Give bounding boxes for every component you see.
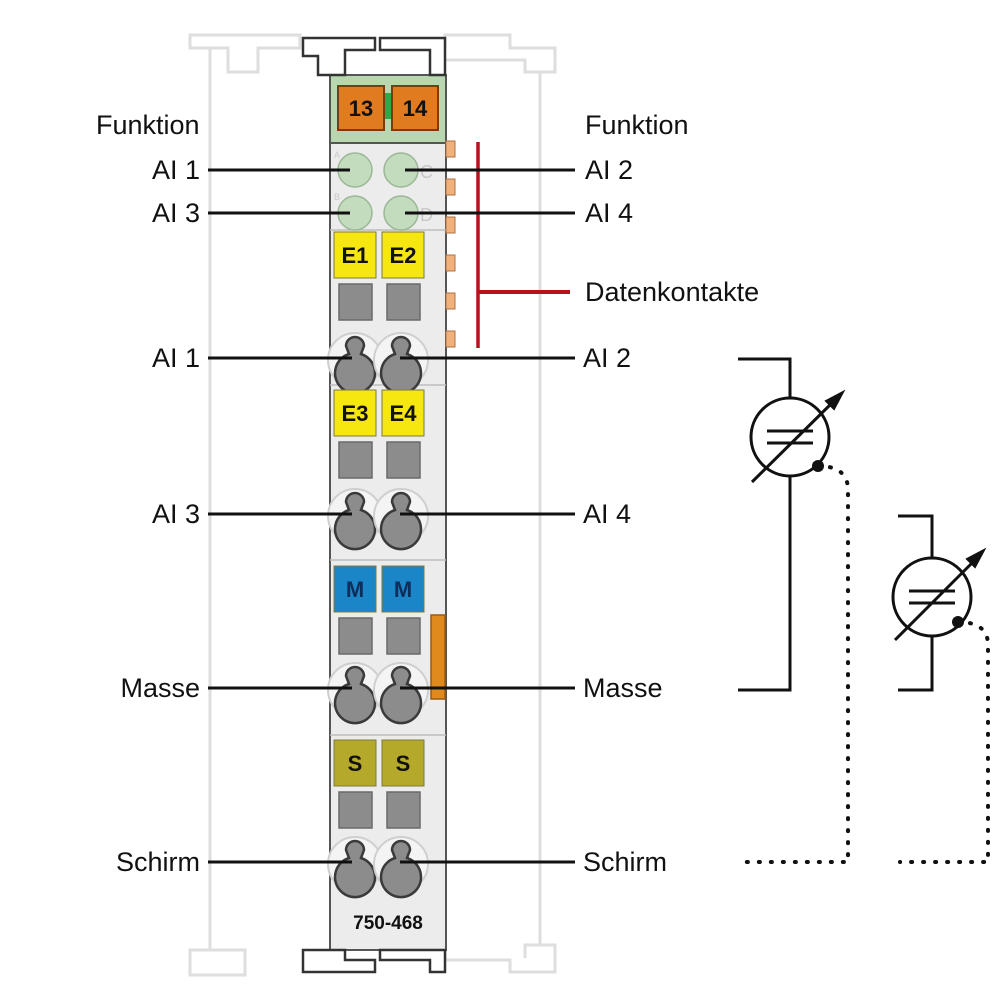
led-c-function: AI 2 xyxy=(585,155,633,185)
power-contact-13-label: 13 xyxy=(349,96,373,121)
terminal-left-function: AI 1 xyxy=(152,343,200,373)
terminal-left-function: Masse xyxy=(120,673,200,703)
cage-clamp-icon[interactable] xyxy=(333,839,377,899)
push-button[interactable] xyxy=(386,283,421,321)
cage-clamp-icon[interactable] xyxy=(379,491,423,551)
terminal-tag xyxy=(333,565,377,613)
terminal-tag-label: S xyxy=(348,751,363,776)
cage-clamp-icon[interactable] xyxy=(379,839,423,899)
power-contact-14: 14 xyxy=(391,85,439,131)
push-button[interactable] xyxy=(386,791,421,829)
cage-clamp-icon[interactable] xyxy=(379,665,423,725)
terminal-left-function: Schirm xyxy=(116,847,200,877)
terminal-tag xyxy=(381,565,425,613)
terminal-tag xyxy=(333,389,377,437)
cage-clamp-icon[interactable] xyxy=(333,665,377,725)
terminal-right-function: AI 4 xyxy=(583,499,631,529)
terminal-tag-label: M xyxy=(394,577,412,602)
power-contact-13: 13 xyxy=(337,85,385,131)
terminal-group: E1 E2 xyxy=(327,231,429,395)
power-contact-14-label: 14 xyxy=(403,96,428,121)
terminal-tag xyxy=(333,231,377,279)
terminal-tag xyxy=(381,389,425,437)
terminal-group: E3 E4 xyxy=(327,389,429,551)
push-button[interactable] xyxy=(338,441,373,479)
adjustable-sensor-icon xyxy=(749,389,846,484)
terminal-tag xyxy=(333,739,377,787)
led-c-letter: C xyxy=(420,162,433,182)
led-a-function: AI 1 xyxy=(152,155,200,185)
ghost-rail-outline xyxy=(188,33,557,977)
terminal-right-function: Schirm xyxy=(583,847,667,877)
left-function-header: Funktion xyxy=(96,110,200,140)
led-b-function: AI 3 xyxy=(152,198,200,228)
sensor-2-shield-wire xyxy=(898,620,990,864)
sensor-1-wire xyxy=(738,357,792,692)
cage-clamp-icon[interactable] xyxy=(333,491,377,551)
part-number: 750-468 xyxy=(353,913,423,934)
led-b-letter: B xyxy=(334,192,340,202)
terminal-tag xyxy=(381,739,425,787)
terminal-tag-label: S xyxy=(396,751,411,776)
led-a-letter: A xyxy=(334,150,340,160)
led-d-letter: D xyxy=(420,205,433,225)
push-button[interactable] xyxy=(386,617,421,655)
terminal-left-function: AI 3 xyxy=(152,499,200,529)
terminal-tag-label: E3 xyxy=(342,401,369,426)
push-button[interactable] xyxy=(386,441,421,479)
terminal-tag xyxy=(381,231,425,279)
led-callouts: AI 1 AI 2 AI 3 AI 4 xyxy=(152,155,633,228)
terminal-right-function: AI 2 xyxy=(583,343,631,373)
terminal-tag-label: E4 xyxy=(390,401,418,426)
datenkontakte-label: Datenkontakte xyxy=(585,277,759,307)
adjustable-sensor-icon xyxy=(891,547,987,642)
push-button[interactable] xyxy=(338,283,373,321)
push-button[interactable] xyxy=(338,617,373,655)
power-jumper-contacts: 13 14 xyxy=(337,85,439,131)
terminal-right-function: Masse xyxy=(583,673,663,703)
datenkontakte-callout: Datenkontakte xyxy=(476,142,759,348)
sensor-1-shield-wire xyxy=(738,464,850,864)
cage-clamp-icon[interactable] xyxy=(379,335,423,395)
terminal-tag-label: E1 xyxy=(342,243,369,268)
bus-data-contacts xyxy=(430,140,456,700)
terminal-tag-label: M xyxy=(346,577,364,602)
terminal-tag-label: E2 xyxy=(390,243,417,268)
cage-clamp-icon[interactable] xyxy=(333,335,377,395)
push-button[interactable] xyxy=(338,791,373,829)
right-function-header: Funktion xyxy=(585,110,689,140)
power-jumper-slot xyxy=(430,614,446,700)
led-d-function: AI 4 xyxy=(585,198,633,228)
